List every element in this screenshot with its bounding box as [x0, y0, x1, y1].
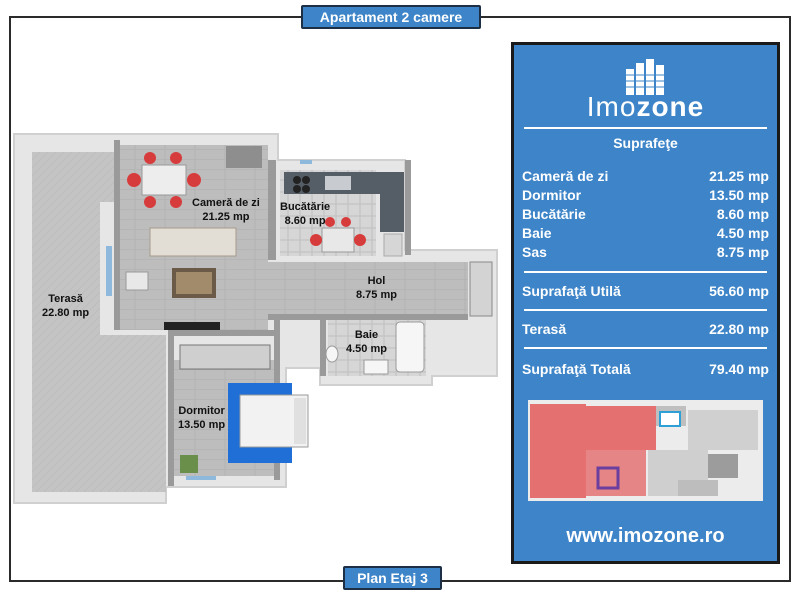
website-link[interactable]: www.imozone.ro [566, 525, 725, 547]
divider [524, 127, 767, 129]
bathtub [395, 321, 425, 373]
dining-table [141, 164, 187, 196]
minimap-plan [528, 400, 763, 501]
sofa [149, 227, 237, 257]
divider [524, 309, 767, 311]
terrace-floor [32, 152, 100, 492]
surfaces-title: Suprafeţe [613, 135, 678, 151]
buildings-logo-icon [626, 59, 664, 95]
divider [524, 271, 767, 273]
apartment-title: Apartament 2 camere [301, 5, 481, 29]
hall-floor [268, 262, 468, 314]
divider [524, 347, 767, 349]
brand-logo-text: Imozone [586, 91, 705, 122]
floor-title: Plan Etaj 3 [343, 566, 442, 590]
